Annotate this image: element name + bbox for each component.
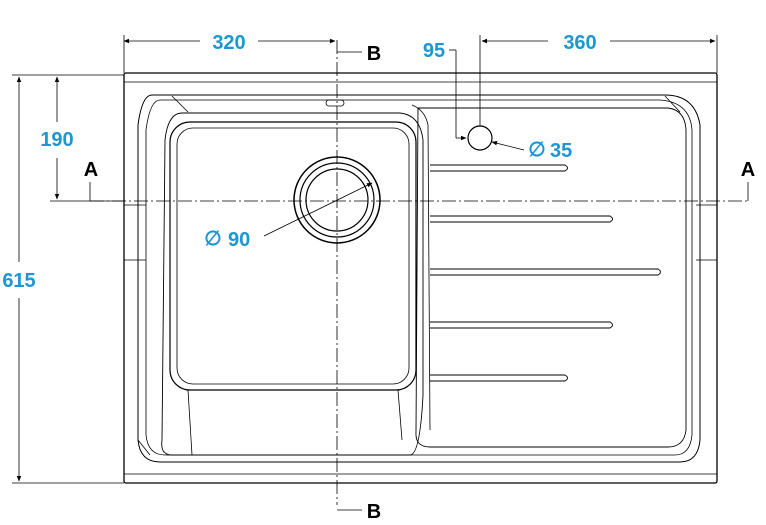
dim-tap-diameter: 35 <box>550 140 572 162</box>
section-b-top: B <box>367 43 381 65</box>
section-a-right: A <box>741 159 755 181</box>
drainer-rib <box>430 374 568 382</box>
drainer-rib <box>430 268 661 276</box>
section-b-bottom: B <box>367 501 381 523</box>
dim-offset: 95 <box>423 40 445 62</box>
tap-hole <box>467 125 493 151</box>
drainer-rib <box>430 215 613 223</box>
sink-outline <box>123 72 718 484</box>
dim-top-height: 190 <box>40 129 73 151</box>
drainer-rib <box>430 321 613 329</box>
dim-drain-symbol: ∅ <box>204 228 221 250</box>
dimension-lines <box>12 35 718 484</box>
dim-drain-diameter: 90 <box>228 229 250 251</box>
dim-left-width: 320 <box>212 32 245 54</box>
section-lines <box>90 40 750 505</box>
section-a-left: A <box>84 159 98 181</box>
dim-total-height: 615 <box>2 270 35 292</box>
drainer-rib <box>430 164 568 172</box>
drainer-ribs <box>430 164 661 382</box>
dim-tap-symbol: ∅ <box>528 139 545 161</box>
dim-right-width: 360 <box>563 32 596 54</box>
